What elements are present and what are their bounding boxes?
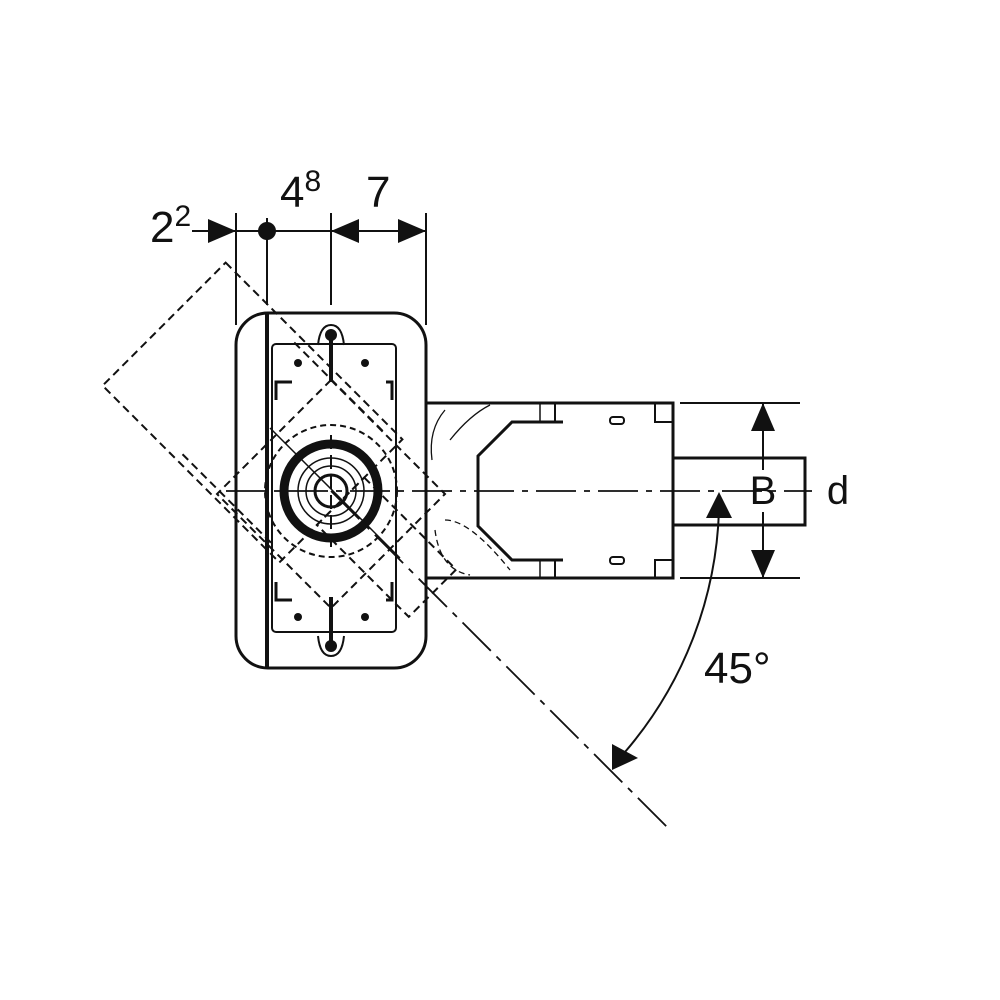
diameter-label: d [827,469,849,513]
rotated-axis [330,490,671,831]
left-offset-label: 22 [150,200,191,252]
rotated-box-outline [215,378,447,610]
housing [234,311,428,670]
screw-holes [294,329,369,652]
angle-label: 45° [704,644,771,693]
rotated-45-outline [101,261,458,619]
center-offset-label: 48 [280,165,321,217]
height-dimension [680,402,800,579]
depth-label: 7 [366,168,390,217]
angle-dimension [612,492,732,770]
top-dimension [192,213,427,325]
height-label: B [750,469,777,513]
